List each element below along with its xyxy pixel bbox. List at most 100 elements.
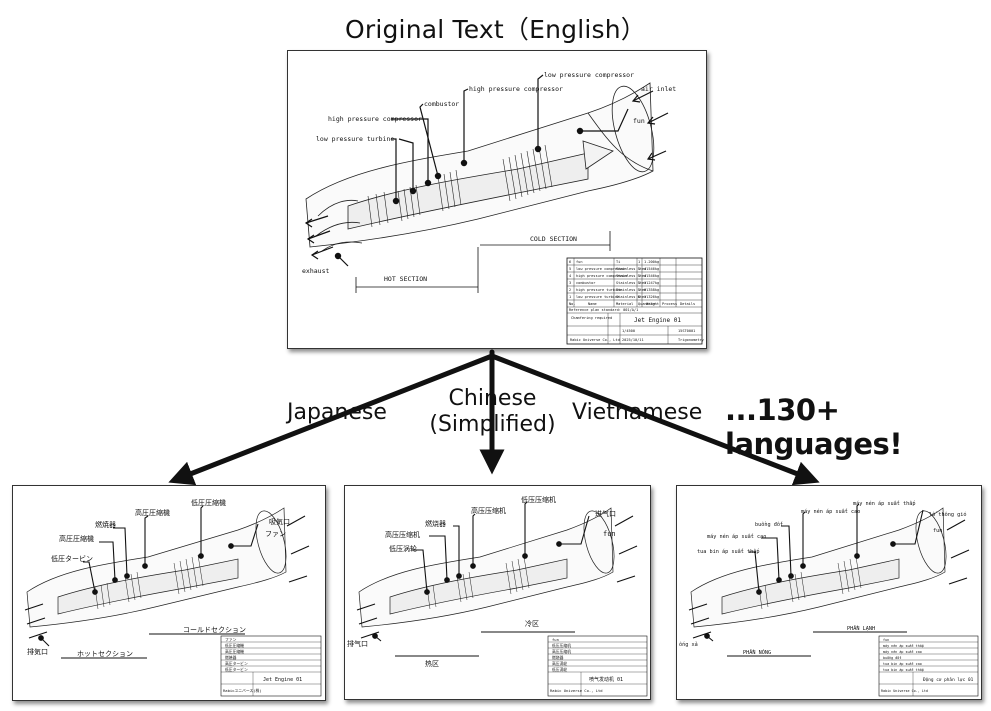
drawing-title: Jet Engine 01 (634, 317, 681, 324)
label-fun: fun (633, 117, 645, 125)
svg-text:fun: fun (552, 637, 559, 642)
label-hot-section: HOT SECTION (384, 275, 427, 283)
label-cold-section: COLD SECTION (530, 235, 577, 243)
svg-text:Stainless Steel: Stainless Steel (616, 281, 648, 285)
svg-text:1.247kg: 1.247kg (644, 281, 659, 285)
svg-text:Stainless Steel: Stainless Steel (616, 267, 648, 271)
jp-label-hpc-top: 高圧圧縮機 (135, 508, 170, 517)
svg-text:high pressure turbine: high pressure turbine (576, 288, 621, 292)
vn-label-hpc: máy nén áp suất cao (707, 533, 766, 540)
vn-label-fun: fun (933, 528, 942, 534)
vn-label-combustor: buồng đốt (755, 521, 783, 528)
jp-label-hot: ホットセクション (77, 650, 133, 658)
svg-text:Quantity: Quantity (638, 302, 656, 306)
label-chinese: Chinese (Simplified) (420, 386, 565, 438)
cn-label-lpc-top: 低压压缩机 (521, 495, 556, 504)
jp-label-cold: コールドセクション (183, 626, 246, 634)
label-exhaust: exhaust (302, 267, 329, 275)
jp-drawing-title: Jet Engine 01 (263, 677, 302, 683)
svg-text:高圧圧縮機: 高圧圧縮機 (225, 649, 244, 654)
vn-label-hot: PHẦN NÓNG (743, 649, 771, 656)
company: Rabic Universe Co., Ltd (570, 338, 620, 342)
svg-text:4.546kg: 4.546kg (644, 267, 659, 271)
drawing-no: 15ST0001 (678, 329, 695, 333)
label-chinese-line2: (Simplified) (429, 412, 556, 437)
sheet-japanese: 低圧圧縮機 吸気口 高圧圧縮機 燃焼器 高圧圧縮機 低圧タービン ファン 排気口… (12, 485, 326, 701)
svg-text:4.546kg: 4.546kg (644, 274, 659, 278)
svg-text:5: 5 (569, 267, 571, 271)
cn-drawing-title: 喷气发动机 01 (589, 676, 623, 683)
svg-text:No.: No. (569, 302, 576, 306)
svg-text:高圧タービン: 高圧タービン (225, 661, 248, 666)
vn-label-lpc-top: máy nén áp suất thấp (853, 500, 915, 507)
vn-label-cold: PHẦN LẠNH (847, 625, 875, 632)
svg-text:high pressure compressor: high pressure compressor (576, 274, 629, 278)
scale: 1/4500 (622, 329, 635, 333)
svg-text:1: 1 (638, 288, 640, 292)
svg-text:6: 6 (638, 295, 640, 299)
vn-label-lpt: tua bin áp suất thấp (697, 548, 759, 555)
label-vietnamese: Vietnamese (572, 400, 703, 425)
svg-text:Stainless Steel: Stainless Steel (616, 274, 648, 278)
svg-text:低压压缩机: 低压压缩机 (552, 643, 571, 648)
label-lpt: low pressure turbine (316, 135, 394, 143)
label-combustor: combustor (424, 100, 459, 108)
svg-text:Weight: Weight (646, 302, 659, 306)
jp-company: Rabicユニバース(株) (223, 688, 262, 693)
projection: Trigonometry (678, 338, 705, 342)
svg-text:máy nén áp suất thấp: máy nén áp suất thấp (883, 644, 924, 648)
jp-label-combustor: 燃焼器 (95, 520, 116, 529)
svg-text:1: 1 (638, 260, 640, 264)
vn-drawing-title: Động cơ phản lực 01 (923, 676, 974, 683)
jp-label-air-inlet: 吸気口 (269, 517, 290, 526)
sheet-english: low pressure compressor air inlet high p… (287, 50, 707, 349)
svg-text:Material: Material (616, 302, 633, 306)
svg-text:Process: Process (662, 302, 677, 306)
vn-label-air-inlet: lỗ thông gió (929, 511, 966, 518)
label-chinese-line1: Chinese (448, 386, 537, 411)
svg-text:6: 6 (569, 260, 571, 264)
cn-label-air-inlet: 进气口 (595, 509, 616, 518)
svg-text:low pressure compressor: low pressure compressor (576, 267, 627, 271)
svg-text:Details: Details (680, 302, 695, 306)
svg-text:4: 4 (569, 274, 571, 278)
svg-text:Ti: Ti (616, 260, 620, 264)
vn-company: Rabic Universe Co., Ltd (881, 689, 928, 693)
cn-label-exhaust: 排气口 (347, 639, 368, 648)
svg-text:低圧タービン: 低圧タービン (225, 667, 248, 672)
svg-text:1: 1 (638, 274, 640, 278)
cn-label-hot: 热区 (425, 659, 439, 668)
svg-text:Name: Name (588, 302, 597, 306)
label-lpc-top: low pressure compressor (544, 71, 634, 79)
label-hpc: high pressure compressor (328, 115, 422, 123)
sheet-chinese: 低压压缩机 进气口 高压压缩机 燃烧器 高压压缩机 低压涡轮 fun 排气口 热… (344, 485, 651, 700)
svg-text:low pressure turbine: low pressure turbine (576, 295, 619, 299)
label-air-inlet: air inlet (641, 85, 676, 93)
cn-label-fun: fun (603, 530, 616, 538)
svg-text:tua bin áp suất thấp: tua bin áp suất thấp (883, 668, 924, 672)
page-title: Original Text（English） (344, 15, 646, 44)
svg-text:低压涡轮: 低压涡轮 (552, 667, 567, 672)
svg-text:燃烧器: 燃烧器 (552, 655, 564, 660)
svg-text:ファン: ファン (225, 637, 237, 642)
label-hpc-top: high pressure compressor (469, 85, 563, 93)
svg-text:高压压缩机: 高压压缩机 (552, 649, 571, 654)
label-more-languages: ...130+ languages! (725, 393, 903, 461)
sheet-vietnamese: máy nén áp suất thấp lỗ thông gió máy né… (676, 485, 982, 700)
cn-company: Rabic Universe Co., Ltd (550, 688, 603, 693)
svg-text:1: 1 (569, 295, 571, 299)
svg-text:1: 1 (638, 281, 640, 285)
svg-text:Stainless Steel: Stainless Steel (616, 288, 648, 292)
svg-text:Stainless Steel: Stainless Steel (616, 295, 648, 299)
jp-label-fun: ファン (265, 530, 286, 538)
svg-text:3: 3 (569, 281, 571, 285)
cn-label-combustor: 燃烧器 (425, 519, 446, 528)
svg-text:fun: fun (883, 638, 889, 642)
cn-label-cold: 冷区 (525, 619, 539, 628)
ref-line: Reference plan standard: 001/A/1 (569, 308, 638, 312)
date: 2025/10/11 (622, 338, 644, 342)
